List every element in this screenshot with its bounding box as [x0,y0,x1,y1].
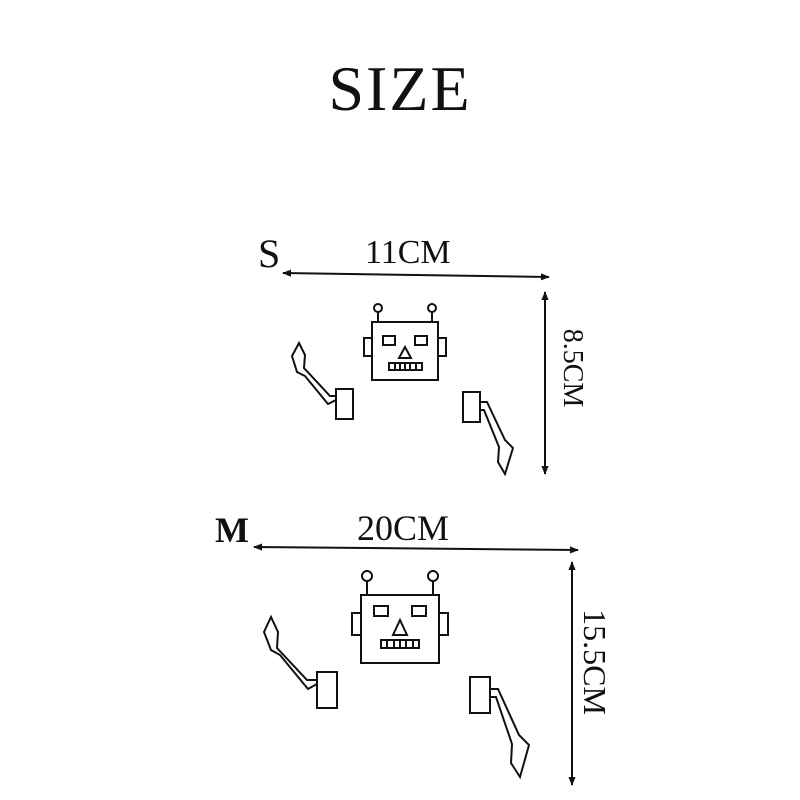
size-m-width-arrow [253,543,579,554]
robot-arm-icon [262,614,338,709]
size-m-label: M [215,510,249,550]
size-s-label: S [258,231,281,276]
size-s-width-arrow [282,269,550,281]
robot-arm-icon [462,391,515,477]
page-title: SIZE [328,53,472,124]
robot-arm-icon [469,676,531,780]
size-m-width-label: 20CM [357,508,450,548]
robot-head-icon [363,303,447,381]
robot-arm-icon [290,340,354,420]
size-s-width-label: 11CM [365,234,451,271]
robot-head-icon [351,570,449,664]
